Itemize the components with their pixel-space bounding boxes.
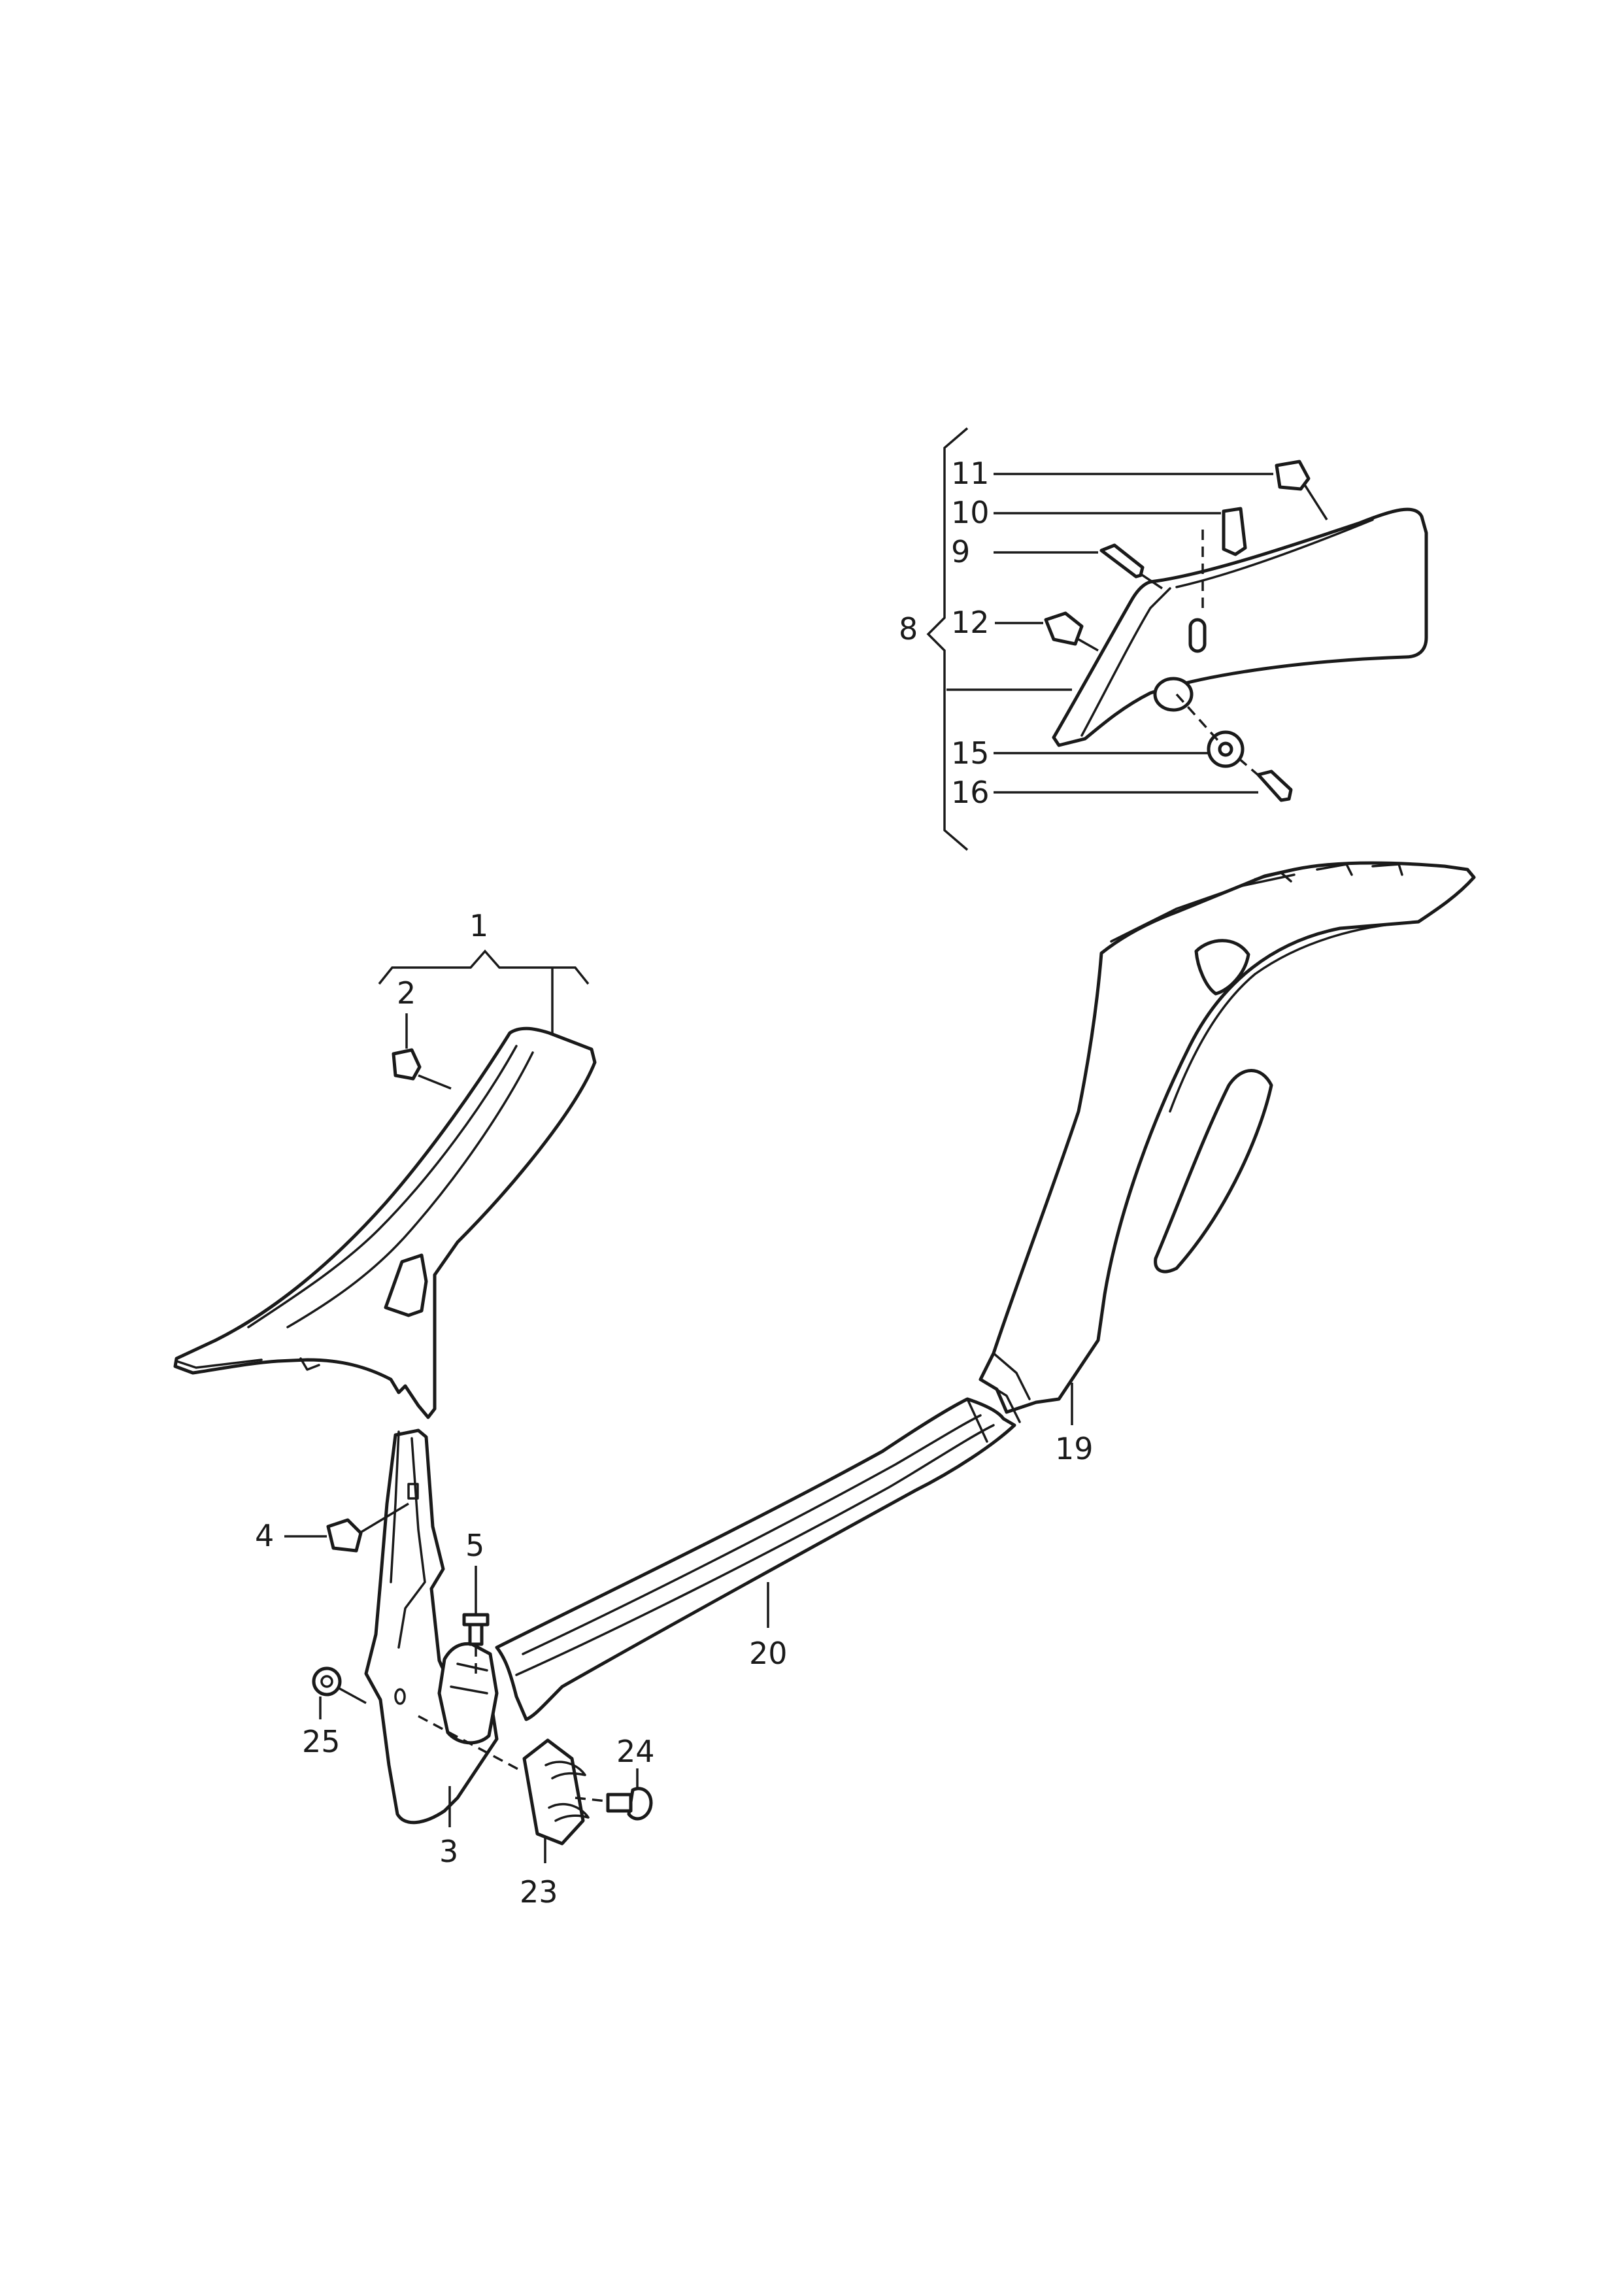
a-pillar-window-cutout [384,1253,428,1317]
b-pillar-hole [394,1688,406,1705]
wheel-arch-inner-edge [1169,920,1420,1113]
callout-4: 4 [255,1518,274,1553]
leader-12-b [1078,638,1099,652]
callout-10: 10 [951,495,990,530]
callout-23: 23 [520,1874,558,1910]
callout-9: 9 [951,534,970,569]
clip-10 [1222,507,1247,556]
b-pillar-inner-face-2 [390,1430,400,1583]
leader-9-b [1140,573,1163,590]
b-pillar-bracket-rib [450,1663,488,1695]
wheel-arch-hump [1194,939,1250,996]
callout-2: 2 [397,975,416,1011]
callout-16: 16 [951,775,990,810]
sill-trim-ridge [522,1414,982,1655]
nut-25 [312,1666,342,1697]
a-pillar-channel-left [247,1045,518,1328]
retainer-group-23: 24 23 [418,1715,655,1910]
screw-24-head [627,1787,653,1821]
a-pillar-tab [299,1357,320,1371]
washer-15-hole [1218,741,1233,757]
callout-8: 8 [899,611,918,647]
brace-8 [926,427,969,851]
b-pillar-bracket [437,1642,499,1745]
retainer-hook-upper [544,1761,586,1780]
clip-4 [326,1518,363,1553]
wheel-arch-flange [1254,863,1403,883]
clip-2 [392,1048,422,1081]
brace-1 [378,949,590,985]
wheel-arch-trim-19 [979,861,1476,1414]
callout-5: 5 [465,1528,484,1563]
callout-19: 19 [1055,1431,1094,1466]
b-pillar-group-3: 4 5 25 3 [255,1428,499,1869]
sill-trim-end [966,1398,988,1443]
callout-25: 25 [302,1724,341,1759]
dashed-washer-axis [1175,693,1224,747]
rear-quarter-trim-panel [1052,507,1428,747]
retainer-bracket-23 [522,1738,585,1846]
inset-group-8: 11 10 9 12 8 15 16 [899,427,1428,851]
a-pillar-group-1: 1 2 [173,908,597,1419]
leader-25-b [338,1687,367,1704]
callout-3: 3 [439,1834,458,1869]
rear-quarter-trim-top-edge [1175,518,1374,588]
dashed-screw-24-axis [575,1797,607,1802]
leader-11-b [1303,483,1328,520]
wheel-arch-group-19: 19 [979,861,1476,1466]
callout-11: 11 [951,456,990,491]
screw-5-shank [468,1623,484,1646]
screw-9 [1099,543,1145,579]
sill-group-20: 20 [495,1397,1016,1721]
callout-15: 15 [951,735,990,771]
sill-trim-ridge-2 [515,1424,995,1676]
trim-round-hole [1153,677,1194,712]
nut-25-center [320,1675,333,1688]
callout-1: 1 [469,908,488,943]
wheel-arch-lower-edge [979,1378,1021,1423]
trim-slot [1188,618,1207,653]
leader-4-b [359,1502,409,1534]
leader-2-b [418,1074,452,1090]
wheel-arch-scallop [1154,1069,1273,1274]
dashed-screw-16-axis [1237,757,1263,779]
dashed-retainer-axis [418,1715,524,1773]
a-pillar-channel-right [286,1051,534,1328]
callout-24: 24 [616,1734,655,1769]
callout-20: 20 [749,1636,788,1671]
a-pillar-lower-lip [175,1359,263,1369]
screw-24-shank [606,1793,633,1813]
retainer-hook-lower [548,1803,590,1822]
screw-5-head [462,1613,490,1627]
b-pillar-slot [407,1483,419,1500]
screw-16 [1256,769,1293,802]
rear-quarter-trim-inner-edge [1080,587,1171,737]
callout-12: 12 [951,605,990,640]
wheel-arch-top-rim [1110,873,1296,943]
clip-12 [1044,611,1084,646]
wheel-arch-lower-edge-2 [992,1352,1031,1400]
